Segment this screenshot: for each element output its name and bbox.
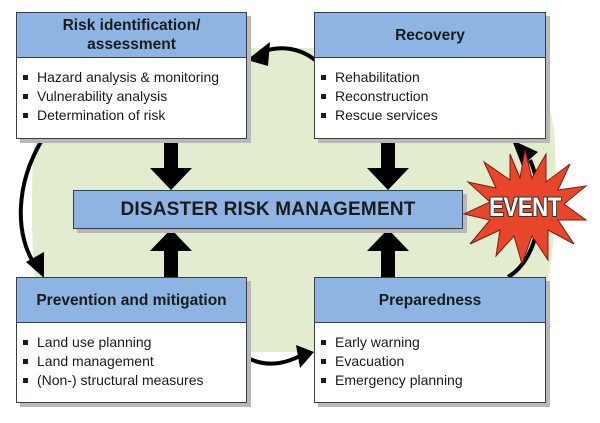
starburst-icon [462,149,588,266]
bullet-icon [23,93,28,99]
phase-items-recovery: Rehabilitation Reconstruction Rescue ser… [315,58,545,125]
list-item: Rehabilitation [321,68,545,87]
event-label: EVENT [489,191,561,222]
list-item: Land management [23,352,246,371]
phase-title-recovery: Recovery [315,13,545,58]
bullet-icon [23,74,28,80]
bullet-icon [321,377,326,383]
bullet-icon [23,339,28,345]
arrow-prevention-to-center [150,229,192,277]
list-item: Reconstruction [321,87,545,106]
bullet-icon [321,358,326,364]
phase-items-preparedness: Early warning Evacuation Emergency plann… [315,323,545,390]
bullet-icon [321,74,326,80]
center-banner: DISASTER RISK MANAGEMENT [73,190,463,229]
arrow-prevention-to-preparedness-head [296,345,314,368]
list-item: Hazard analysis & monitoring [23,68,246,87]
bullet-icon [23,377,28,383]
list-item: (Non-) structural measures [23,371,246,390]
phase-items-risk-identification: Hazard analysis & monitoring Vulnerabili… [17,58,246,125]
phase-box-risk-identification: Risk identification/ assessment Hazard a… [16,12,247,139]
arrow-recovery-to-risk-head [247,42,270,66]
phase-box-preparedness: Preparedness Early warning Evacuation Em… [314,277,546,403]
arrow-risk-to-prevention-head [26,252,44,278]
phase-box-prevention: Prevention and mitigation Land use plann… [16,277,247,403]
arrow-risk-to-center [150,138,192,190]
event-starburst: EVENT [462,148,588,266]
phase-title-prevention: Prevention and mitigation [17,278,246,323]
phase-title-risk-identification: Risk identification/ assessment [17,13,246,58]
list-item: Emergency planning [321,371,545,390]
list-item: Land use planning [23,333,246,352]
list-item: Rescue services [321,106,545,125]
bullet-icon [321,93,326,99]
phase-items-prevention: Land use planning Land management (Non-)… [17,323,246,390]
bullet-icon [23,358,28,364]
arrow-prevention-to-preparedness [245,354,301,366]
list-item: Vulnerability analysis [23,87,246,106]
arrow-risk-to-prevention [18,138,44,267]
phase-box-recovery: Recovery Rehabilitation Reconstruction R… [314,12,546,139]
bullet-icon [321,112,326,118]
list-item: Determination of risk [23,106,246,125]
arrow-recovery-to-center [367,138,409,190]
bullet-icon [321,339,326,345]
arrow-preparedness-to-center [367,229,409,277]
phase-title-preparedness: Preparedness [315,278,545,323]
bullet-icon [23,112,28,118]
list-item: Early warning [321,333,545,352]
list-item: Evacuation [321,352,545,371]
